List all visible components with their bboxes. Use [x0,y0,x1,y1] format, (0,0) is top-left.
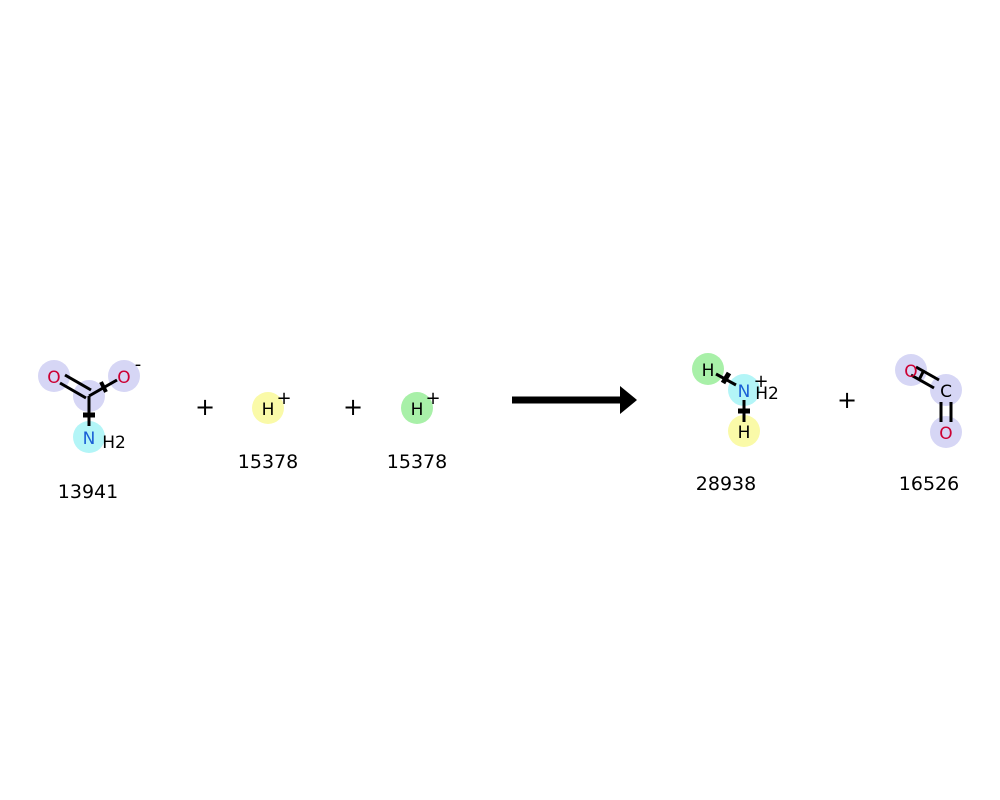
atom-highlight-h-bottom [728,415,760,447]
atom-h-label: H [411,400,424,420]
molecule-carbon-dioxide: O C O 16526 [895,354,962,495]
atom-nh2-label: H2 [102,433,126,453]
atom-n-label: N [738,382,751,402]
arrow-head [620,386,637,414]
molecule-proton-1: H + 15378 [238,388,298,473]
atom-o2-label: O [117,368,130,388]
atom-nh2-label: H2 [755,384,779,404]
atom-highlight-n [73,421,105,453]
charge-plus: + [276,388,291,409]
atom-o2-label: O [939,424,952,444]
molecule-carbamate: O O - N H2 13941 [38,354,141,503]
charge-plus: + [753,371,768,392]
atom-c-label: C [940,382,952,402]
plus-sign-2: + [343,393,363,421]
reaction-arrow [512,386,637,414]
molecule-id-15378-a: 15378 [238,451,298,473]
atom-h-label: H [262,400,275,420]
atom-highlight-n [728,374,760,406]
atom-highlight-o2 [930,416,962,448]
atom-h-bottom-label: H [738,423,751,443]
atom-o1-label: O [904,362,917,382]
atom-highlight-h-top [692,353,724,385]
charge-minus: - [135,354,142,375]
atom-o1-label: O [47,368,60,388]
bond-c-o2-tick [99,381,108,393]
molecule-ammonium: H N H2 + H 28938 [692,353,779,495]
bond-o-c-a [915,365,940,382]
plus-sign-3: + [837,386,857,414]
molecule-id-16526: 16526 [899,473,959,495]
molecule-proton-2: H + 15378 [387,388,447,473]
bond-o-c-tick [917,369,926,381]
atom-highlight-h [401,392,433,424]
plus-sign-1: + [195,393,215,421]
bond-o-c-b [910,373,935,390]
atom-h-top-label: H [702,361,715,381]
molecule-id-28938: 28938 [696,473,756,495]
atom-highlight-o2 [108,360,140,392]
atom-highlight-h [252,392,284,424]
charge-plus: + [425,388,440,409]
atom-highlight-c [930,374,962,406]
bond-c-o1-b [64,373,92,392]
atom-n-label: N [83,429,96,449]
bond-h-n-tick [720,371,732,385]
molecule-id-13941: 13941 [58,481,118,503]
bond-c-o1-a [59,381,87,400]
molecule-id-15378-b: 15378 [387,451,447,473]
